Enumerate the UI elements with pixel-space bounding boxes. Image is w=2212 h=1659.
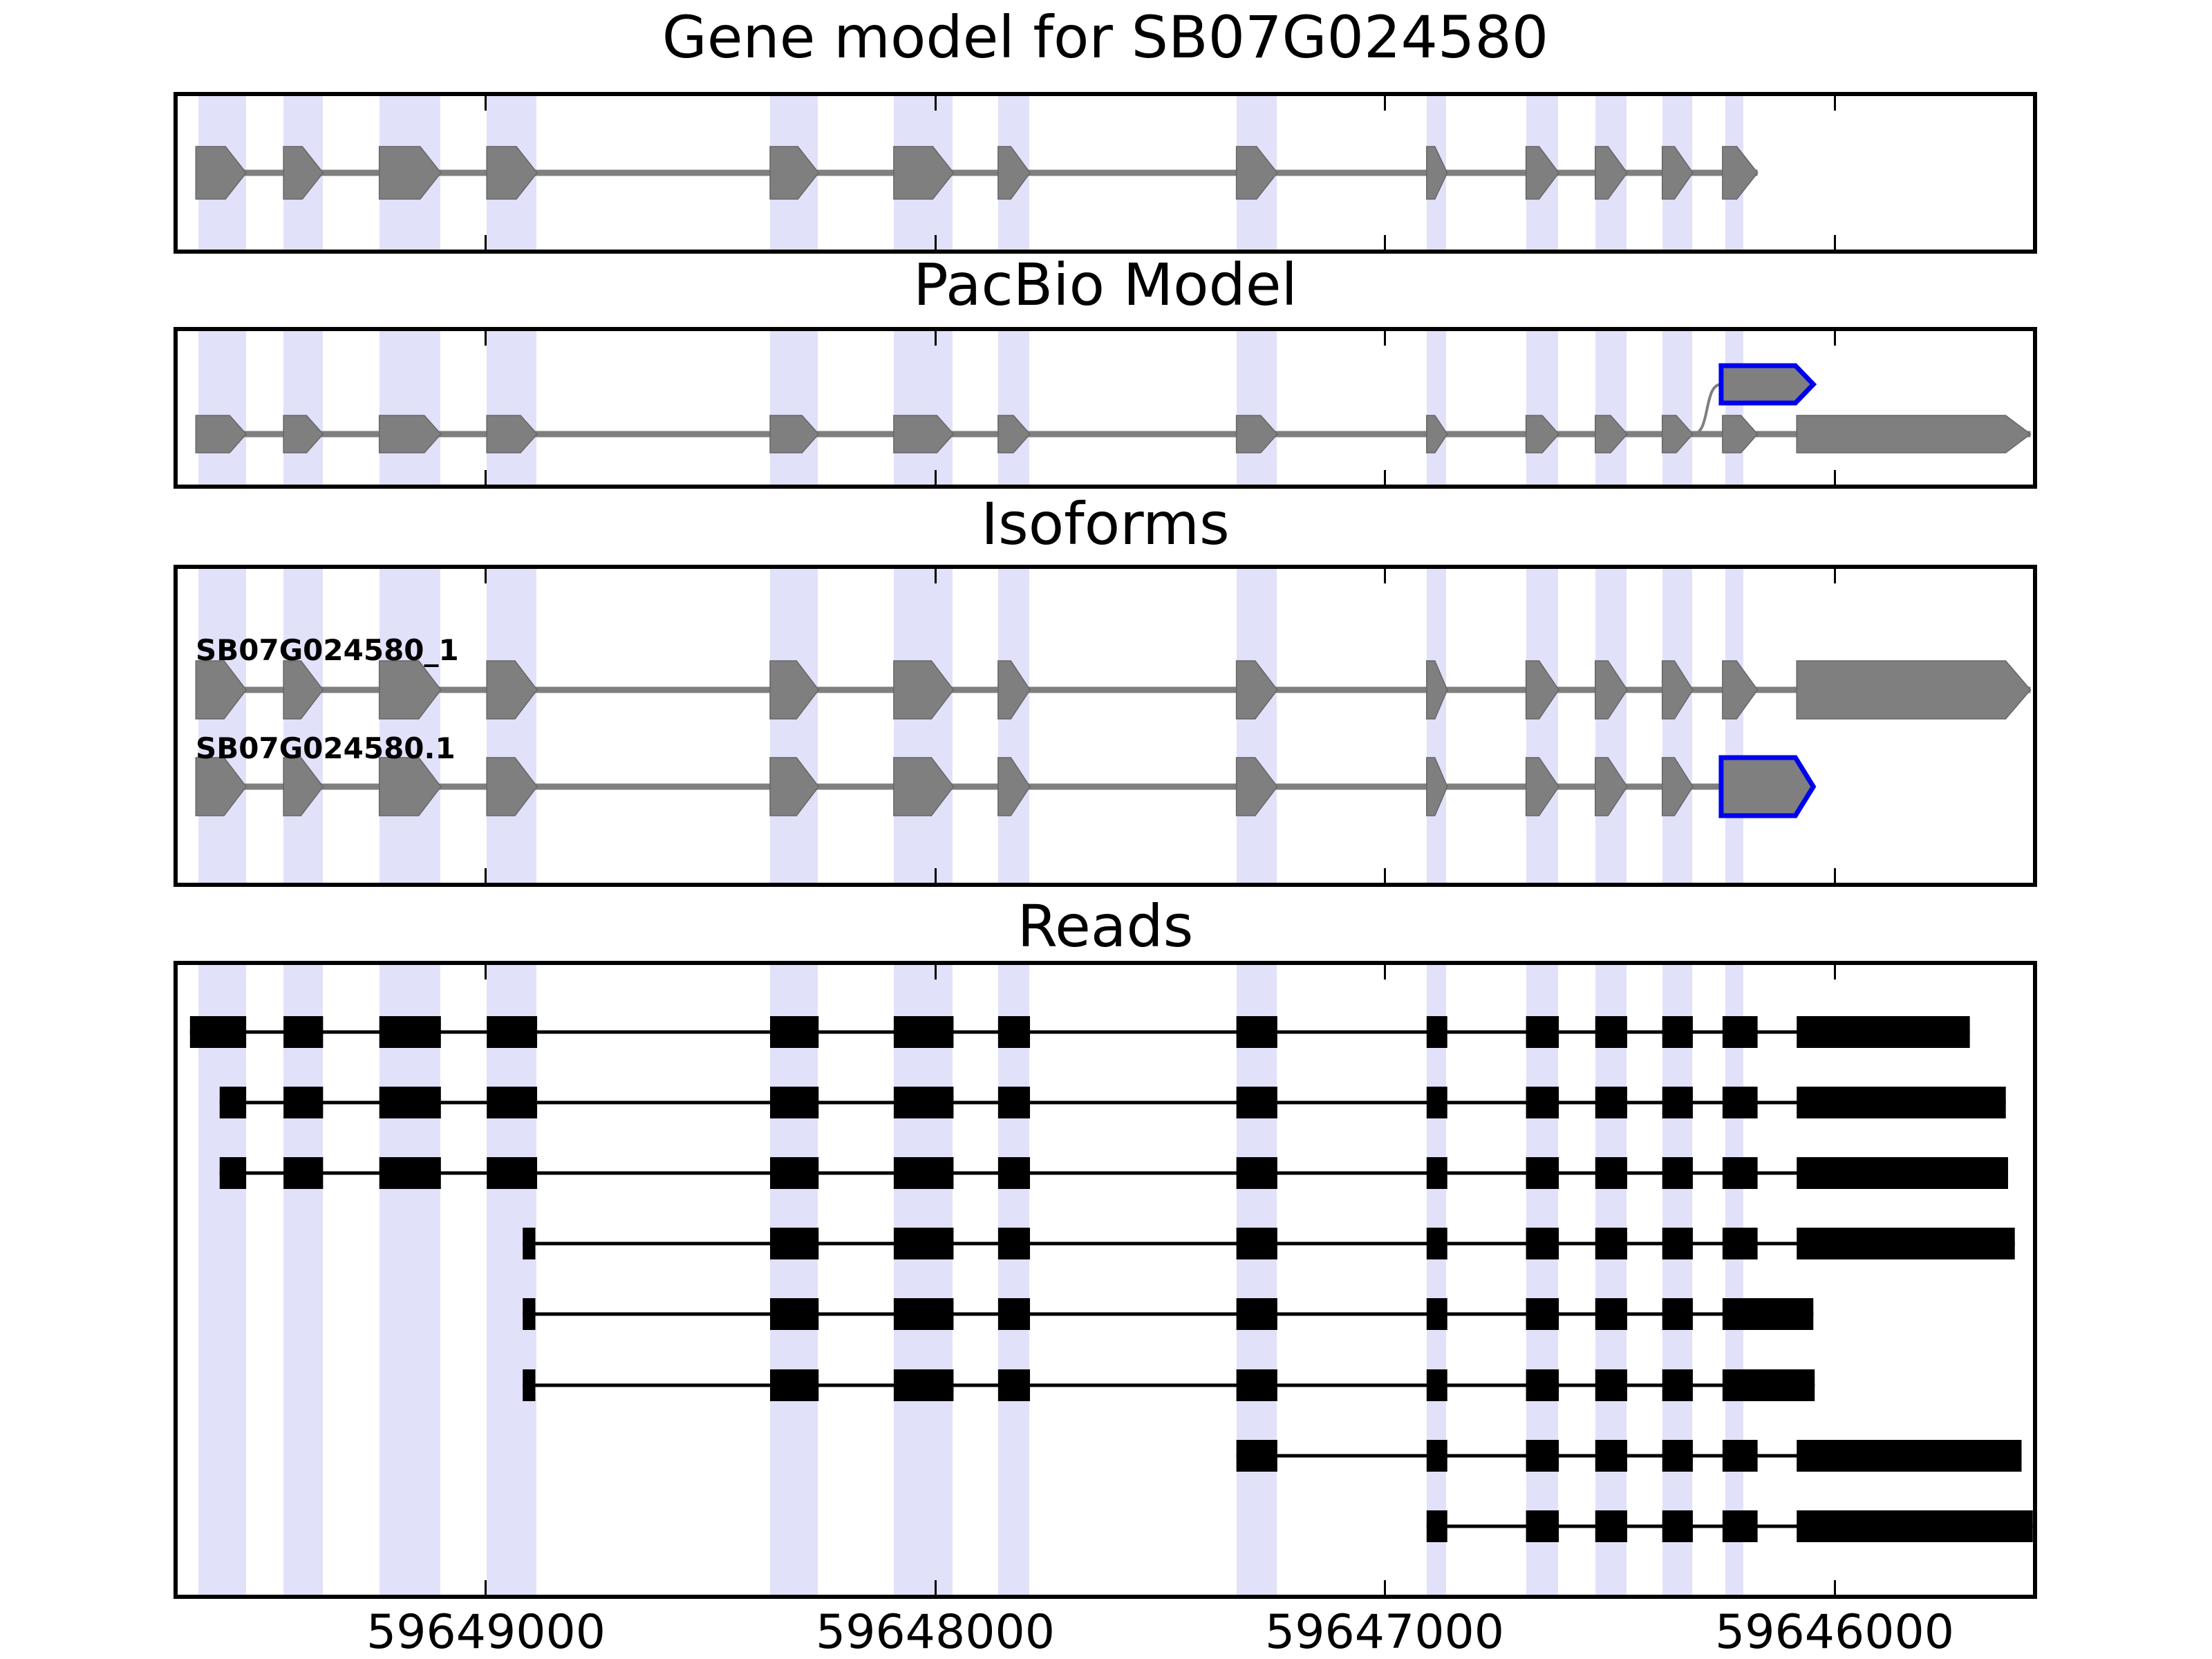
exon-highlight-stripe	[893, 96, 953, 250]
exon-highlight-stripe	[1662, 569, 1692, 883]
exon-highlight-stripe	[1595, 569, 1627, 883]
exon-highlight-stripe	[487, 569, 536, 883]
exon-highlight-stripe	[487, 96, 536, 250]
axis-tick-top	[1384, 331, 1387, 346]
exon-highlight-stripe	[770, 96, 818, 250]
exon-highlight-stripe	[1595, 96, 1627, 250]
exon-highlight-stripe	[1426, 331, 1446, 485]
title-gene-model: Gene model for SB07G024580	[662, 3, 1549, 71]
exon-highlight-stripe	[198, 569, 247, 883]
axis-tick-top	[1834, 569, 1836, 583]
exon-highlight-stripe	[1526, 965, 1558, 1595]
x-tick-label-0: 59649000	[366, 1605, 606, 1659]
isoform-label-1: SB07G024580_1	[196, 633, 459, 667]
title-pacbio-model: PacBio Model	[913, 251, 1297, 319]
exon-highlight-stripe	[283, 569, 324, 883]
exon-highlight-stripe	[997, 96, 1029, 250]
exon-highlight-stripe	[1426, 96, 1446, 250]
axis-tick-bottom	[1834, 235, 1836, 250]
axis-tick-top	[485, 569, 487, 583]
isoform-label-2: SB07G024580.1	[196, 731, 456, 765]
exon-highlight-stripe	[379, 965, 441, 1595]
axis-tick-top	[1834, 331, 1836, 346]
axis-tick-top	[1384, 965, 1387, 980]
exon-highlight-stripe	[1236, 96, 1277, 250]
exon-highlight-stripe	[1236, 331, 1277, 485]
exon-highlight-stripe	[379, 96, 441, 250]
axis-tick-top	[485, 96, 487, 111]
exon-highlight-stripe	[487, 331, 536, 485]
axis-tick-top	[1384, 96, 1387, 111]
exon-highlight-stripe	[893, 331, 953, 485]
exon-highlight-stripe	[1526, 331, 1558, 485]
exon-highlight-stripe	[1725, 965, 1744, 1595]
axis-tick-bottom	[485, 1580, 487, 1595]
exon-highlight-stripe	[198, 965, 247, 1595]
axis-tick-top	[1834, 96, 1836, 111]
axis-tick-bottom	[1834, 1580, 1836, 1595]
exon-highlight-stripe	[1236, 569, 1277, 883]
exon-highlight-stripe	[997, 569, 1029, 883]
axis-tick-bottom	[1834, 868, 1836, 883]
exon-highlight-stripe	[1725, 96, 1744, 250]
exon-highlight-stripe	[893, 965, 953, 1595]
exon-highlight-stripe	[1595, 965, 1627, 1595]
panel-reads	[174, 961, 2037, 1599]
axis-tick-bottom	[485, 868, 487, 883]
axis-tick-top	[934, 96, 937, 111]
x-tick-label-1: 59648000	[815, 1605, 1056, 1659]
exon-highlight-stripe	[1725, 569, 1744, 883]
exon-highlight-stripe	[1426, 965, 1446, 1595]
title-reads: Reads	[1017, 892, 1194, 960]
exon-highlight-stripe	[1595, 331, 1627, 485]
exon-highlight-stripe	[1236, 965, 1277, 1595]
axis-tick-top	[1384, 569, 1387, 583]
panel-gene-model	[174, 92, 2037, 254]
exon-highlight-stripe	[997, 331, 1029, 485]
exon-highlight-stripe	[1426, 569, 1446, 883]
axis-tick-top	[934, 331, 937, 346]
exon-highlight-stripe	[283, 331, 324, 485]
axis-tick-top	[1834, 965, 1836, 980]
exon-highlight-stripe	[770, 569, 818, 883]
exon-highlight-stripe	[997, 965, 1029, 1595]
panel-pacbio	[174, 327, 2037, 489]
x-tick-label-2: 59647000	[1264, 1605, 1505, 1659]
axis-tick-top	[934, 965, 937, 980]
axis-tick-top	[485, 965, 487, 980]
exon-highlight-stripe	[1662, 96, 1692, 250]
axis-tick-bottom	[934, 1580, 937, 1595]
exon-highlight-stripe	[198, 96, 247, 250]
exon-highlight-stripe	[283, 96, 324, 250]
axis-tick-bottom	[1384, 1580, 1387, 1595]
panel-isoforms	[174, 565, 2037, 887]
exon-highlight-stripe	[487, 965, 536, 1595]
exon-highlight-stripe	[1725, 331, 1744, 485]
exon-highlight-stripe	[893, 569, 953, 883]
exon-highlight-stripe	[1662, 965, 1692, 1595]
exon-highlight-stripe	[283, 965, 324, 1595]
axis-tick-bottom	[1384, 235, 1387, 250]
axis-tick-bottom	[934, 868, 937, 883]
axis-tick-bottom	[485, 235, 487, 250]
exon-highlight-stripe	[770, 331, 818, 485]
exon-highlight-stripe	[770, 965, 818, 1595]
axis-tick-top	[934, 569, 937, 583]
axis-tick-bottom	[1384, 868, 1387, 883]
exon-highlight-stripe	[1526, 96, 1558, 250]
axis-tick-bottom	[934, 235, 937, 250]
exon-highlight-stripe	[1526, 569, 1558, 883]
exon-highlight-stripe	[379, 331, 441, 485]
x-tick-label-3: 59646000	[1714, 1605, 1955, 1659]
axis-tick-top	[485, 331, 487, 346]
exon-highlight-stripe	[198, 331, 247, 485]
exon-highlight-stripe	[1662, 331, 1692, 485]
axis-tick-bottom	[934, 470, 937, 485]
axis-tick-bottom	[485, 470, 487, 485]
title-isoforms: Isoforms	[981, 490, 1230, 558]
exon-highlight-stripe	[379, 569, 441, 883]
axis-tick-bottom	[1834, 470, 1836, 485]
axis-tick-bottom	[1384, 470, 1387, 485]
